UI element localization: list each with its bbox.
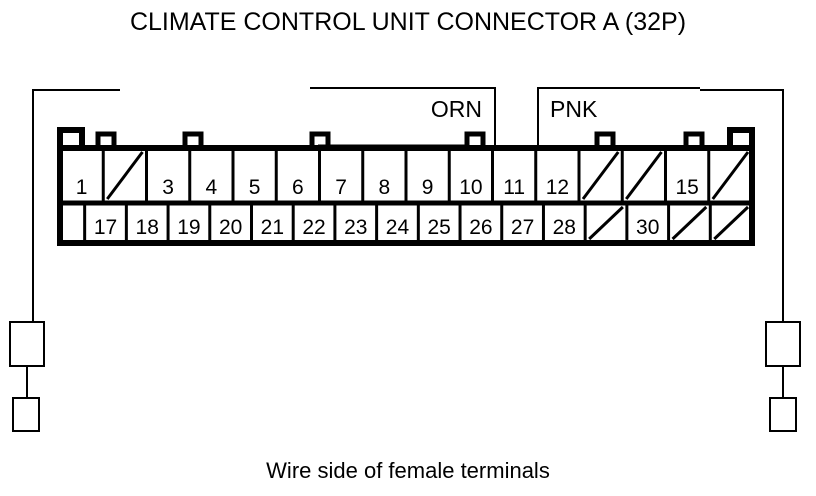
top-cavity-1: 1 (76, 176, 88, 199)
bottom-cavity-11: 27 (511, 216, 534, 239)
bottom-cavity-8: 24 (386, 216, 410, 239)
top-cavity-9: 9 (422, 176, 434, 199)
blank-cavity-slash (713, 205, 750, 241)
pnk-wire-label: PNK (550, 96, 598, 122)
bottom-cavity-14: 30 (636, 216, 659, 239)
bottom-pin-label-28: 28 (553, 216, 576, 239)
blank-cavity-slash (106, 151, 144, 200)
top-pin-label-1: 1 (76, 176, 88, 199)
bottom-cavity-1: 17 (94, 216, 117, 239)
top-pin-label-9: 9 (422, 176, 434, 199)
housing-tab-3 (309, 131, 331, 148)
left-terminal-small (12, 397, 40, 432)
bottom-pin-label-17: 17 (94, 216, 117, 239)
top-pin-label-3: 3 (162, 176, 174, 199)
top-cavity-10: 10 (459, 176, 482, 199)
left-wire-branch (9, 89, 120, 432)
bottom-pin-label-22: 22 (302, 216, 325, 239)
bottom-pin-label-19: 19 (177, 216, 200, 239)
top-cavity-3: 3 (162, 176, 174, 199)
bottom-pin-label-21: 21 (261, 216, 284, 239)
figure-caption: Wire side of female terminals (266, 458, 550, 483)
orn-leader-riser (310, 87, 496, 148)
top-pin-label-5: 5 (249, 176, 261, 199)
top-cavity-8: 8 (379, 176, 391, 199)
housing-tab-4 (464, 131, 486, 148)
top-pin-label-4: 4 (206, 176, 218, 199)
bottom-pin-label-27: 27 (511, 216, 534, 239)
bottom-pin-label-26: 26 (469, 216, 492, 239)
bottom-cavity-16 (713, 205, 750, 241)
blank-cavity-slash (581, 151, 620, 200)
left-wire-path (32, 89, 120, 329)
top-cavity-7: 7 (335, 176, 347, 199)
bottom-cavity-4: 20 (219, 216, 242, 239)
blank-cavity-slash (588, 205, 624, 241)
bottom-pin-label-25: 25 (428, 216, 451, 239)
bottom-pin-label-23: 23 (344, 216, 367, 239)
top-pin-label-15: 15 (675, 176, 698, 199)
top-cavity-5: 5 (249, 176, 261, 199)
bottom-cavity-15 (671, 205, 708, 241)
right-wire-branch (700, 89, 801, 432)
orn-wire-label: ORN (431, 96, 482, 122)
right-terminal-large (765, 321, 801, 367)
bottom-cavity-6: 22 (302, 216, 325, 239)
pnk-leader (537, 87, 700, 150)
bottom-cavity-10: 26 (469, 216, 492, 239)
right-terminal-small (769, 397, 797, 432)
bottom-cavity-3: 19 (177, 216, 200, 239)
blank-cavity-slash (711, 151, 750, 200)
top-cavity-2 (106, 151, 144, 200)
top-cavity-12: 12 (546, 176, 569, 199)
housing-tab-5 (594, 131, 616, 148)
right-wire-path (700, 89, 784, 329)
bottom-pin-label-24: 24 (386, 216, 410, 239)
top-cavity-15: 15 (675, 176, 698, 199)
housing-corner-tab-left (57, 127, 85, 148)
housing-tab-2 (182, 131, 204, 148)
top-pin-label-10: 10 (459, 176, 482, 199)
left-terminal-large (9, 321, 45, 367)
top-pin-label-6: 6 (292, 176, 304, 199)
bottom-cavity-13 (588, 205, 624, 241)
bottom-pin-label-20: 20 (219, 216, 242, 239)
top-pin-label-8: 8 (379, 176, 391, 199)
top-cavity-4: 4 (206, 176, 218, 199)
housing-tab-1 (95, 131, 117, 148)
top-cavity-14 (625, 151, 663, 200)
bottom-pin-label-18: 18 (136, 216, 159, 239)
top-cavity-11: 11 (503, 176, 525, 199)
blank-cavity-slash (625, 151, 663, 200)
housing-corner-tab-right (727, 127, 755, 148)
top-pin-label-11: 11 (503, 176, 525, 199)
bottom-cavity-2: 18 (136, 216, 159, 239)
page-title: CLIMATE CONTROL UNIT CONNECTOR A (32P) (130, 8, 686, 36)
bottom-cavity-9: 25 (428, 216, 451, 239)
blank-cavity-slash (671, 205, 708, 241)
housing-tab-6 (683, 131, 705, 148)
top-pin-label-7: 7 (335, 176, 347, 199)
bottom-cavity-12: 28 (553, 216, 576, 239)
bottom-pin-label-30: 30 (636, 216, 659, 239)
bottom-cavity-7: 23 (344, 216, 367, 239)
connector-body: 1 3 4 5 6 7 8 9 10 11 12 15 17 18 19 20 21 22 23 24 25 26 27 28… (57, 127, 755, 246)
top-cavity-16 (711, 151, 750, 200)
top-cavity-6: 6 (292, 176, 304, 199)
bottom-cavity-5: 21 (261, 216, 284, 239)
top-pin-label-12: 12 (546, 176, 569, 199)
pnk-leader-path (537, 87, 700, 150)
top-cavity-13 (581, 151, 620, 200)
